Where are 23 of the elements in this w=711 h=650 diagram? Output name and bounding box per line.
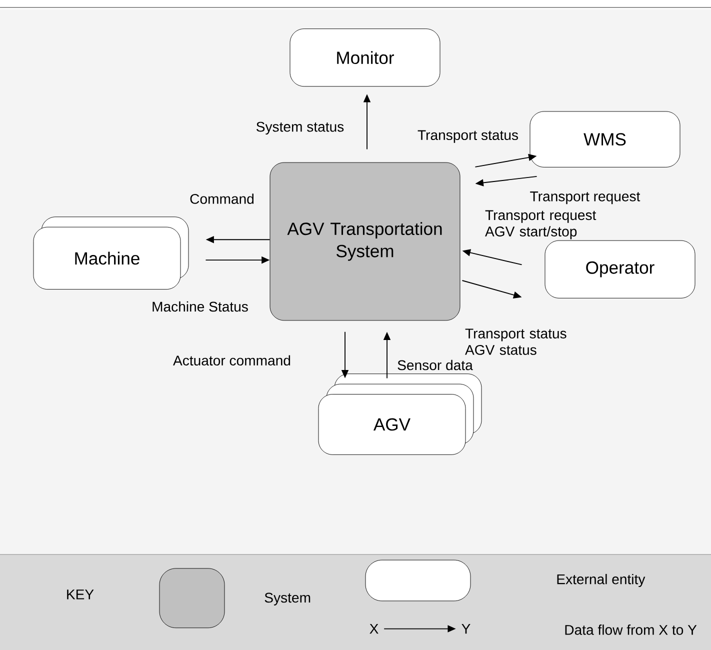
- edge-label: Transport request: [530, 191, 640, 204]
- entity-box: Operator: [544, 240, 696, 298]
- edge-label: System status: [256, 122, 344, 134]
- legend-label: Data flow from X to Y: [565, 624, 697, 635]
- edge-label: Transport status: [418, 130, 518, 143]
- system-box: AGV Transportation System: [270, 162, 460, 321]
- edge-label: Machine Status: [152, 301, 248, 312]
- legend-label: External entity: [557, 574, 646, 587]
- edge-label: Sensor data: [398, 360, 473, 370]
- stacked-entity-box: AGV: [318, 374, 482, 455]
- entity-box: Monitor: [290, 28, 440, 87]
- legend-label: System: [264, 592, 310, 606]
- edge-label: Command: [190, 194, 254, 204]
- stacked-entity-box: Machine: [33, 216, 189, 290]
- entity-box: WMS: [530, 111, 680, 168]
- edge-label: Transport status AGV status: [465, 328, 566, 355]
- edge-label: Actuator command: [173, 355, 290, 366]
- flow-endpoint-label: X: [370, 624, 378, 634]
- flow-endpoint-label: Y: [462, 624, 470, 634]
- edge-label: Transport request AGV start/stop: [485, 210, 596, 240]
- key-heading: KEY: [67, 590, 94, 600]
- legend-sample: [365, 560, 471, 602]
- legend-sample: [159, 568, 225, 628]
